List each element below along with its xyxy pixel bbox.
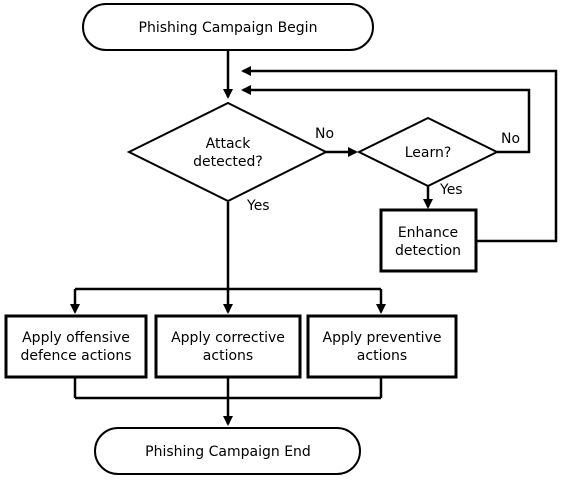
learn-yes-label: Yes	[439, 182, 463, 198]
preventive-actions-label-line2: actions	[357, 348, 407, 364]
edge-labels: No Yes No Yes	[246, 126, 520, 214]
preventive-actions-shape	[306, 314, 458, 379]
attack-decision-label-line2: detected?	[193, 154, 263, 170]
learn-decision-shape	[356, 116, 500, 188]
corrective-actions-node: Apply corrective actions	[154, 314, 302, 379]
corrective-actions-shape	[154, 314, 302, 379]
learn-no-label: No	[501, 131, 520, 147]
attack-decision-label-line1: Attack	[206, 136, 252, 152]
start-label: Phishing Campaign Begin	[139, 20, 318, 36]
offensive-actions-label-line1: Apply offensive	[22, 330, 130, 346]
corrective-actions-label-line1: Apply corrective	[171, 330, 285, 346]
offensive-actions-shape	[4, 314, 148, 379]
enhance-detection-node: Enhance detection	[379, 208, 478, 273]
corrective-actions-label-line2: actions	[203, 348, 253, 364]
attack-decision-node: Attack detected?	[126, 101, 329, 203]
edge-enhance-loop	[241, 66, 558, 243]
connectors	[70, 51, 558, 426]
learn-decision-node: Learn?	[356, 116, 500, 188]
learn-decision-label: Learn?	[405, 145, 452, 161]
end-node: Phishing Campaign End	[94, 427, 361, 475]
preventive-actions-label-line1: Apply preventive	[323, 330, 442, 346]
start-shape	[82, 3, 374, 51]
preventive-actions-node: Apply preventive actions	[306, 314, 458, 379]
attack-yes-label: Yes	[246, 198, 270, 214]
offensive-actions-node: Apply offensive defence actions	[4, 314, 148, 379]
end-shape	[94, 427, 361, 475]
offensive-actions-label-line2: defence actions	[20, 348, 131, 364]
start-node: Phishing Campaign Begin	[82, 3, 374, 51]
edge-learn-no-loop	[241, 85, 531, 154]
end-label: Phishing Campaign End	[145, 444, 311, 460]
enhance-detection-shape	[379, 208, 478, 273]
attack-no-label: No	[315, 126, 334, 142]
attack-decision-shape	[126, 101, 329, 203]
enhance-detection-label-line2: detection	[395, 243, 461, 259]
enhance-detection-label-line1: Enhance	[398, 225, 458, 241]
